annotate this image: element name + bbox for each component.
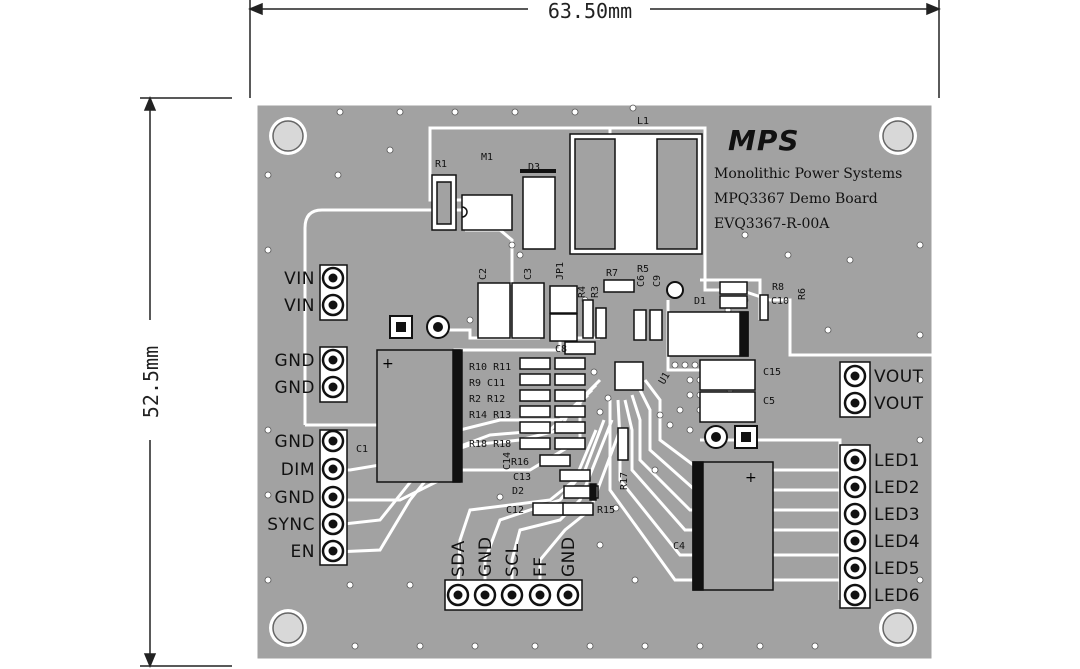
bottom-pin-2-hole: [480, 590, 490, 600]
right-label-led6-8: LED6: [874, 586, 920, 606]
bottom-label-sda-1: SDA: [449, 540, 469, 577]
left-label-sync-8: SYNC: [267, 515, 315, 535]
right-label-led4-6: LED4: [874, 532, 920, 552]
left-label-en-9: EN: [291, 542, 315, 562]
left-label-gnd-3: GND: [275, 351, 315, 371]
left-pin-6-hole: [328, 464, 338, 474]
bottom-label-scl-3: SCL: [503, 543, 523, 577]
right-pin-4-hole: [850, 482, 860, 492]
svg-text:C9: C9: [652, 275, 663, 287]
right-label-vout-2: VOUT: [874, 394, 924, 414]
svg-text:C15: C15: [763, 367, 781, 378]
bottom-label-gnd-5: GND: [559, 537, 579, 577]
width-dimension-label: 63.50mm: [548, 0, 632, 23]
svg-text:C6: C6: [636, 275, 647, 287]
svg-text:L1: L1: [637, 116, 649, 127]
svg-text:R7: R7: [606, 268, 618, 279]
left-pin-4-hole: [328, 382, 338, 392]
left-pin-1-hole: [328, 273, 338, 283]
mps-logo: MPS: [728, 124, 800, 157]
left-pin-9-hole: [328, 546, 338, 556]
svg-text:C10: C10: [771, 296, 789, 307]
svg-text:C12: C12: [506, 505, 524, 516]
height-dimension: [140, 96, 232, 668]
svg-text:R1: R1: [435, 159, 447, 170]
c1-plus: +: [382, 356, 394, 372]
mounting-holes: [269, 117, 917, 647]
left-pin-7-hole: [328, 492, 338, 502]
component-silkscreen: [376, 133, 774, 591]
right-label-led1-3: LED1: [874, 451, 920, 471]
svg-text:R15: R15: [597, 505, 615, 516]
svg-text:C3: C3: [523, 268, 534, 280]
left-label-gnd-4: GND: [275, 378, 315, 398]
svg-text:R17: R17: [619, 472, 630, 490]
left-label-vin-1: VIN: [284, 269, 315, 289]
left-pin-8-hole: [328, 519, 338, 529]
right-label-led2-4: LED2: [874, 478, 920, 498]
right-label-led5-7: LED5: [874, 559, 920, 579]
svg-text:R6: R6: [797, 288, 808, 300]
left-label-vin-2: VIN: [284, 296, 315, 316]
bottom-pin-3-hole: [507, 590, 517, 600]
left-label-gnd-7: GND: [275, 488, 315, 508]
svg-text:D2: D2: [512, 486, 524, 497]
svg-text:C2: C2: [478, 268, 489, 280]
left-pin-5-hole: [328, 436, 338, 446]
svg-text:C5: C5: [763, 396, 775, 407]
right-pin-5-hole: [850, 509, 860, 519]
svg-text:R9 C11: R9 C11: [469, 378, 505, 389]
width-dimension: [248, 0, 941, 98]
svg-text:C14: C14: [502, 452, 513, 470]
bottom-pin-4-hole: [535, 590, 545, 600]
left-pin-3-hole: [328, 355, 338, 365]
svg-text:R3: R3: [590, 286, 601, 298]
board-name: MPQ3367 Demo Board: [714, 191, 878, 207]
svg-text:R8: R8: [772, 282, 784, 293]
company-name: Monolithic Power Systems: [714, 166, 902, 182]
left-label-gnd-5: GND: [275, 432, 315, 452]
part-number: EVQ3367-R-00A: [714, 216, 830, 232]
right-pin-6-hole: [850, 536, 860, 546]
right-pin-8-hole: [850, 590, 860, 600]
bottom-label-ff-4: FF: [531, 556, 551, 577]
left-pin-2-hole: [328, 300, 338, 310]
svg-text:R14 R13: R14 R13: [469, 410, 511, 421]
svg-text:R18 R18: R18 R18: [469, 439, 511, 450]
svg-text:D3: D3: [528, 162, 540, 173]
height-dimension-label: 52.5mm: [139, 346, 163, 418]
right-pin-7-hole: [850, 563, 860, 573]
right-pin-3-hole: [850, 455, 860, 465]
svg-text:C8: C8: [555, 344, 567, 355]
svg-text:R2 R12: R2 R12: [469, 394, 505, 405]
svg-text:R10 R11: R10 R11: [469, 362, 511, 373]
svg-text:R5: R5: [637, 264, 649, 275]
svg-text:C1: C1: [356, 444, 368, 455]
right-pin-1-hole: [850, 371, 860, 381]
bottom-pin-5-hole: [563, 590, 573, 600]
left-label-dim-6: DIM: [281, 460, 315, 480]
right-label-led3-5: LED3: [874, 505, 920, 525]
svg-text:D1: D1: [694, 296, 706, 307]
svg-text:R4: R4: [577, 286, 588, 298]
svg-text:R16: R16: [511, 457, 529, 468]
svg-text:M1: M1: [481, 152, 493, 163]
svg-text:JP1: JP1: [555, 262, 566, 280]
c4-plus: +: [745, 470, 757, 486]
svg-text:C4: C4: [673, 541, 685, 552]
svg-text:U1: U1: [657, 371, 673, 387]
bottom-label-gnd-2: GND: [476, 537, 496, 577]
cap-pads: [389, 281, 758, 449]
right-pin-2-hole: [850, 398, 860, 408]
right-label-vout-1: VOUT: [874, 367, 924, 387]
svg-text:C13: C13: [513, 472, 531, 483]
bottom-pin-1-hole: [453, 590, 463, 600]
